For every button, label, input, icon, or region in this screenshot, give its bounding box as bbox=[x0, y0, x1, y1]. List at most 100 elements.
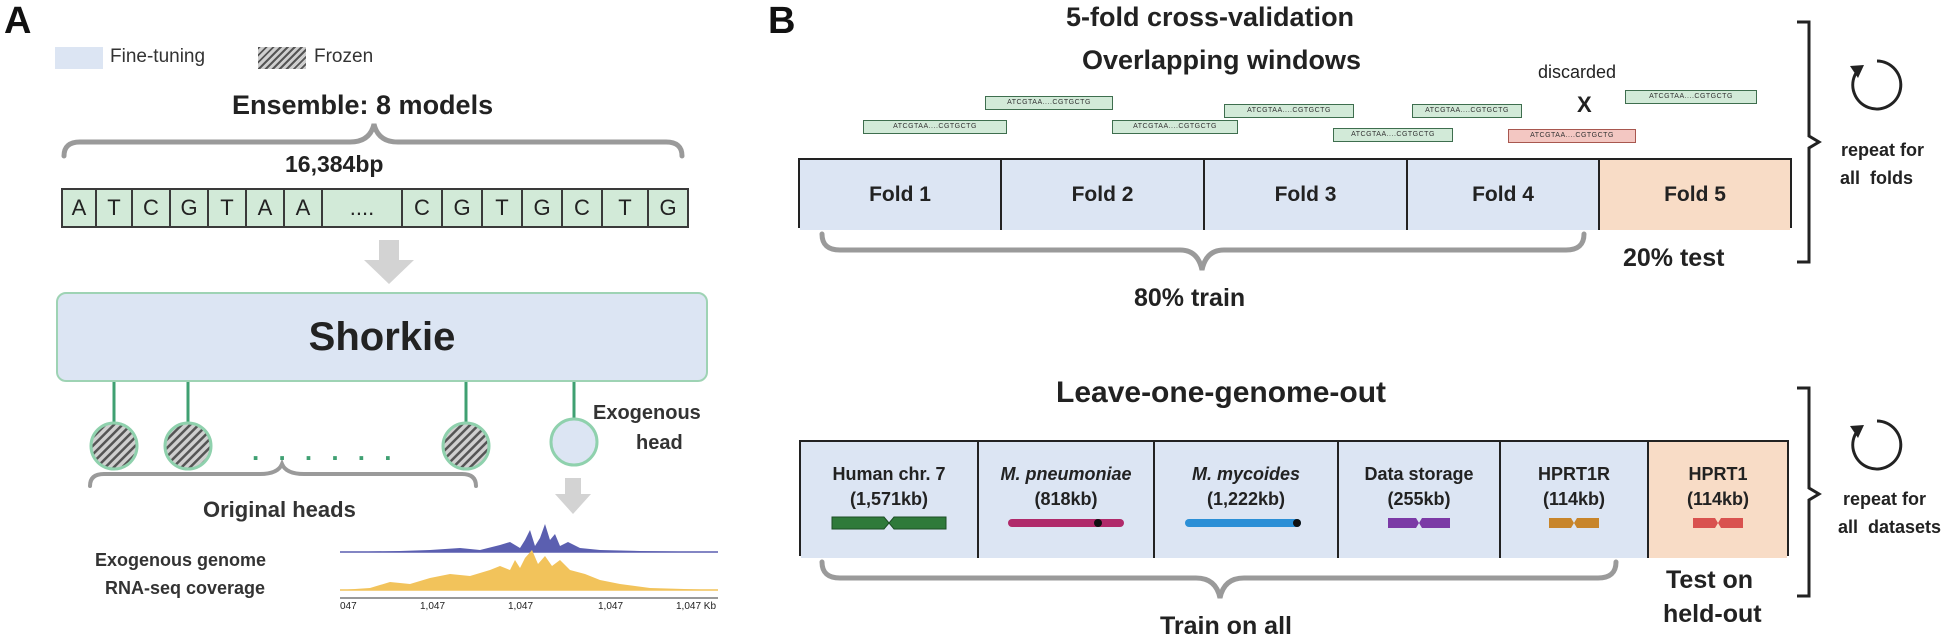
chromosome-icon bbox=[1008, 519, 1124, 527]
model-name: Shorkie bbox=[308, 315, 456, 359]
seq-base: T bbox=[207, 190, 245, 226]
model-box: Shorkie bbox=[56, 292, 708, 382]
repeat-datasets-line-1: repeat for bbox=[1843, 489, 1927, 509]
cv-train-label: 80% train bbox=[1134, 284, 1246, 312]
cv-subtitle: Overlapping windows bbox=[1082, 45, 1362, 75]
discarded-label: discarded bbox=[1538, 62, 1617, 82]
dataset-human-chr7: Human chr. 7 (1,571kb) bbox=[801, 442, 977, 558]
seq-base: A bbox=[283, 190, 321, 226]
dataset-name: Human chr. 7 bbox=[832, 464, 946, 484]
seq-base: T bbox=[481, 190, 521, 226]
fold-5-test: Fold 5 bbox=[1598, 160, 1790, 230]
sequence-window: ATCGTAA....CGTGCTG bbox=[1224, 104, 1354, 118]
sequence-window-discarded: ATCGTAA....CGTGCTG bbox=[1508, 129, 1636, 143]
chromosome-icon bbox=[1549, 518, 1599, 528]
logo-test-label-1: Test on bbox=[1666, 566, 1754, 594]
sequence-strip: A T C G T A A .... C G T G C T G bbox=[61, 188, 689, 228]
cv-test-label: 20% test bbox=[1623, 244, 1725, 272]
legend-finetune-swatch bbox=[55, 47, 103, 69]
repeat-bracket bbox=[1797, 20, 1822, 264]
seq-base: A bbox=[245, 190, 283, 226]
head-dots: . . . . . . bbox=[252, 436, 398, 466]
coverage-label-2: RNA-seq coverage bbox=[105, 578, 266, 598]
fold-3: Fold 3 bbox=[1203, 160, 1406, 230]
sequence-window: ATCGTAA....CGTGCTG bbox=[985, 96, 1113, 110]
dataset-name: M. mycoides bbox=[1191, 464, 1301, 484]
repeat-folds-line-1: repeat for bbox=[1841, 140, 1925, 160]
panel-a-letter: A bbox=[4, 0, 32, 42]
repeat-bracket bbox=[1797, 386, 1822, 598]
sequence-window: ATCGTAA....CGTGCTG bbox=[863, 120, 1007, 134]
dataset-name: Data storage bbox=[1364, 464, 1474, 484]
logo-test-label-2: held-out bbox=[1663, 600, 1762, 628]
seq-base: C bbox=[131, 190, 169, 226]
chromosome-icon bbox=[1693, 518, 1743, 528]
logo-train-bracket bbox=[819, 559, 1619, 599]
dataset-m-mycoides: M. mycoides (1,222kb) bbox=[1153, 442, 1337, 558]
sequence-window: ATCGTAA....CGTGCTG bbox=[1412, 104, 1522, 118]
coverage-tick: 047 bbox=[340, 601, 357, 612]
repeat-datasets-line-2: all datasets bbox=[1838, 517, 1942, 537]
dataset-size: (1,222kb) bbox=[1206, 489, 1286, 509]
cv-title: 5-fold cross-validation bbox=[1066, 2, 1355, 32]
dataset-size: (818kb) bbox=[1034, 489, 1098, 509]
chromosome-icon bbox=[831, 516, 947, 530]
sequence-window: ATCGTAA....CGTGCTG bbox=[1333, 128, 1453, 142]
ensemble-bracket bbox=[61, 123, 685, 159]
seq-base: G bbox=[441, 190, 481, 226]
down-arrow-icon bbox=[555, 478, 591, 514]
fold-2: Fold 2 bbox=[1000, 160, 1203, 230]
datasets-bar: Human chr. 7 (1,571kb) M. pneumoniae (81… bbox=[799, 440, 1789, 558]
dataset-data-storage: Data storage (255kb) bbox=[1337, 442, 1499, 558]
logo-title: Leave-one-genome-out bbox=[1056, 376, 1387, 409]
coverage-tick: 1,047 bbox=[598, 601, 624, 612]
seq-base: C bbox=[561, 190, 601, 226]
sequence-window: ATCGTAA....CGTGCTG bbox=[1112, 120, 1238, 134]
seq-base: G bbox=[521, 190, 561, 226]
repeat-cycle-icon bbox=[1850, 59, 1903, 111]
seq-base: G bbox=[647, 190, 687, 226]
coverage-tick: 1,047 bbox=[508, 601, 534, 612]
dataset-size: (114kb) bbox=[1542, 489, 1606, 509]
discard-mark: X bbox=[1577, 92, 1592, 117]
seq-base: A bbox=[71, 195, 87, 220]
coverage-label-1: Exogenous genome bbox=[95, 550, 267, 570]
dataset-m-pneumoniae: M. pneumoniae (818kb) bbox=[977, 442, 1153, 558]
seq-base: T bbox=[601, 190, 647, 226]
dataset-name: HPRT1R bbox=[1537, 464, 1610, 484]
dataset-size: (114kb) bbox=[1686, 489, 1750, 509]
seq-ellipsis: .... bbox=[321, 190, 401, 226]
down-arrow-icon bbox=[364, 240, 414, 284]
dataset-hprt1-heldout: HPRT1 (114kb) bbox=[1647, 442, 1787, 558]
dataset-hprt1r: HPRT1R (114kb) bbox=[1499, 442, 1647, 558]
repeat-cycle-icon bbox=[1850, 419, 1903, 471]
seq-base: T bbox=[95, 190, 131, 226]
original-heads-label: Original heads bbox=[203, 497, 356, 522]
exogenous-head-label-2: head bbox=[636, 432, 683, 454]
chromosome-icon bbox=[1388, 518, 1450, 528]
folds-bar: Fold 1 Fold 2 Fold 3 Fold 4 Fold 5 bbox=[798, 158, 1792, 230]
legend-frozen-label: Frozen bbox=[314, 46, 374, 67]
fold-1: Fold 1 bbox=[800, 160, 1000, 230]
fold-4: Fold 4 bbox=[1406, 160, 1598, 230]
seq-base: C bbox=[401, 190, 441, 226]
dataset-name: M. pneumoniae bbox=[1000, 464, 1132, 484]
dataset-size: (1,571kb) bbox=[849, 489, 929, 509]
heads-diagram bbox=[88, 382, 599, 488]
logo-train-label: Train on all bbox=[1160, 612, 1292, 640]
coverage-tick: 1,047 Kb bbox=[676, 601, 717, 612]
coverage-tick: 1,047 bbox=[420, 601, 446, 612]
dataset-size: (255kb) bbox=[1387, 489, 1451, 509]
chromosome-icon bbox=[1185, 519, 1301, 527]
dataset-name: HPRT1 bbox=[1688, 464, 1748, 484]
legend-frozen-swatch bbox=[258, 47, 306, 69]
sequence-window: ATCGTAA....CGTGCTG bbox=[1625, 90, 1757, 104]
repeat-folds-line-2: all folds bbox=[1840, 168, 1914, 188]
seq-base: G bbox=[169, 190, 207, 226]
sequence-length: 16,384bp bbox=[285, 151, 384, 177]
train-bracket bbox=[819, 231, 1587, 271]
panel-b-letter: B bbox=[768, 0, 796, 42]
coverage-tracks bbox=[340, 524, 718, 599]
ensemble-title: Ensemble: 8 models bbox=[232, 90, 494, 120]
exogenous-head-label-1: Exogenous bbox=[593, 402, 701, 424]
